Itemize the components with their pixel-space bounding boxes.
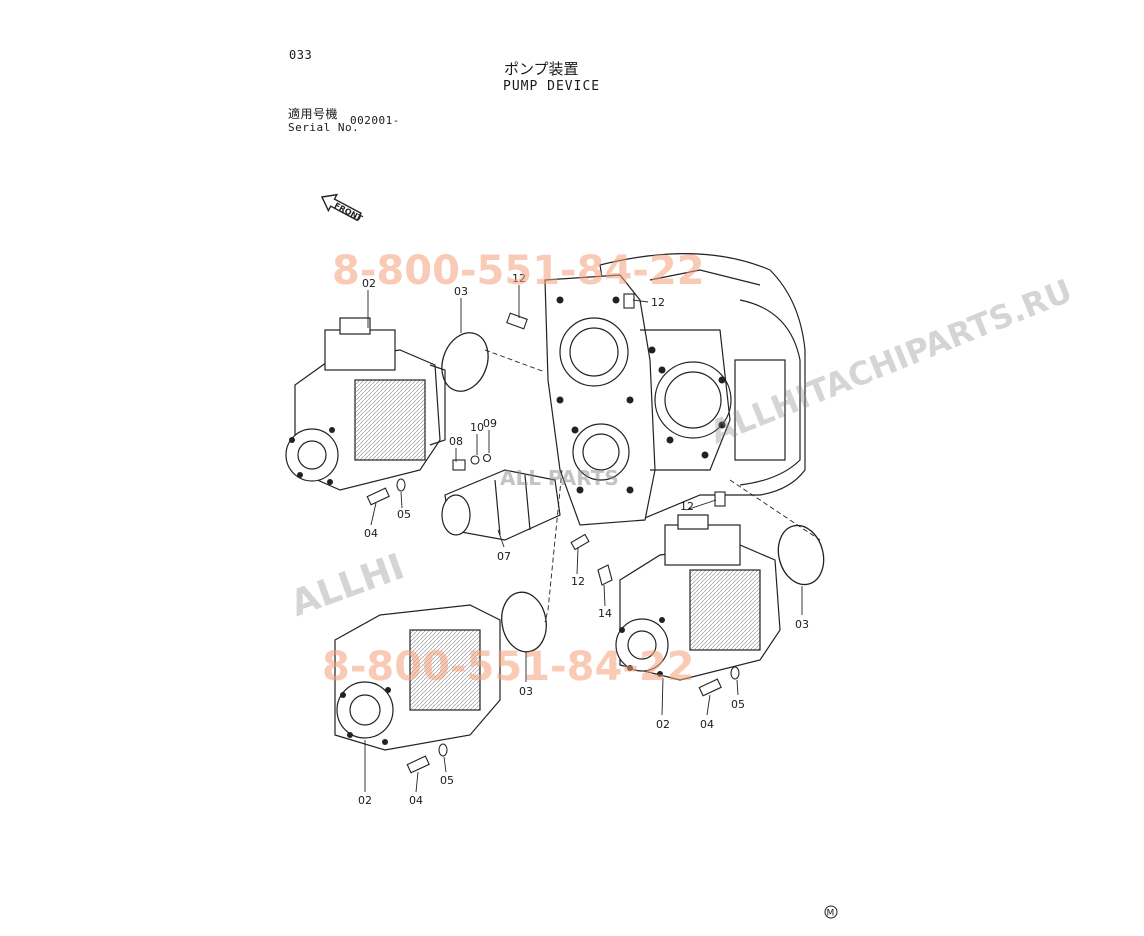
applicable-machine-label: 適用号機 — [288, 107, 339, 121]
fittings-and-bolts — [366, 293, 740, 774]
pilot-pump — [441, 469, 561, 541]
callout-04: 04 — [364, 527, 378, 540]
part-callouts: 02 03 12 12 08 10 09 04 05 07 12 12 14 0… — [358, 272, 809, 807]
front-arrow-label: FRONT — [333, 201, 365, 224]
pump-drive-housing — [544, 253, 806, 526]
callout-12: 12 — [651, 296, 665, 309]
watermark-phone-top: 8-800-551-84-22 — [332, 248, 705, 294]
callout-07: 07 — [497, 550, 511, 563]
callout-02: 02 — [656, 718, 670, 731]
callout-10: 10 — [470, 421, 484, 434]
o-rings — [441, 332, 825, 653]
callout-09: 09 — [483, 417, 497, 430]
svg-text:M: M — [827, 909, 835, 919]
main-pump-lower-left — [334, 604, 501, 751]
callout-08: 08 — [449, 435, 463, 448]
watermark-phone-bottom: 8-800-551-84-22 — [322, 644, 695, 690]
callout-04: 04 — [700, 718, 714, 731]
watermark-center-logo: ALL PARTS — [500, 466, 619, 490]
leader-lines — [364, 285, 821, 793]
main-pump-upper-left — [285, 317, 446, 491]
callout-03: 03 — [795, 618, 809, 631]
callout-04: 04 — [409, 794, 423, 807]
front-arrow-icon: FRONT — [320, 193, 365, 224]
callout-12: 12 — [680, 500, 694, 513]
callout-05: 05 — [397, 508, 411, 521]
page-title-jp: ポンプ装置 — [504, 60, 579, 78]
page-number: 033 — [289, 48, 313, 62]
serial-value: 002001- — [350, 114, 400, 127]
watermark-site-short: ALLHI — [285, 546, 409, 625]
serial-label: Serial No. — [288, 121, 360, 134]
callout-05: 05 — [440, 774, 454, 787]
callout-12: 12 — [512, 272, 526, 285]
callout-02: 02 — [358, 794, 372, 807]
callout-02: 02 — [362, 277, 376, 290]
registered-mark: M — [824, 905, 838, 919]
callout-03: 03 — [454, 285, 468, 298]
callout-05: 05 — [731, 698, 745, 711]
callout-14: 14 — [598, 607, 612, 620]
page-title-en: PUMP DEVICE — [503, 79, 601, 94]
callout-12: 12 — [571, 575, 585, 588]
main-pump-lower-right — [615, 514, 781, 681]
callout-03: 03 — [519, 685, 533, 698]
